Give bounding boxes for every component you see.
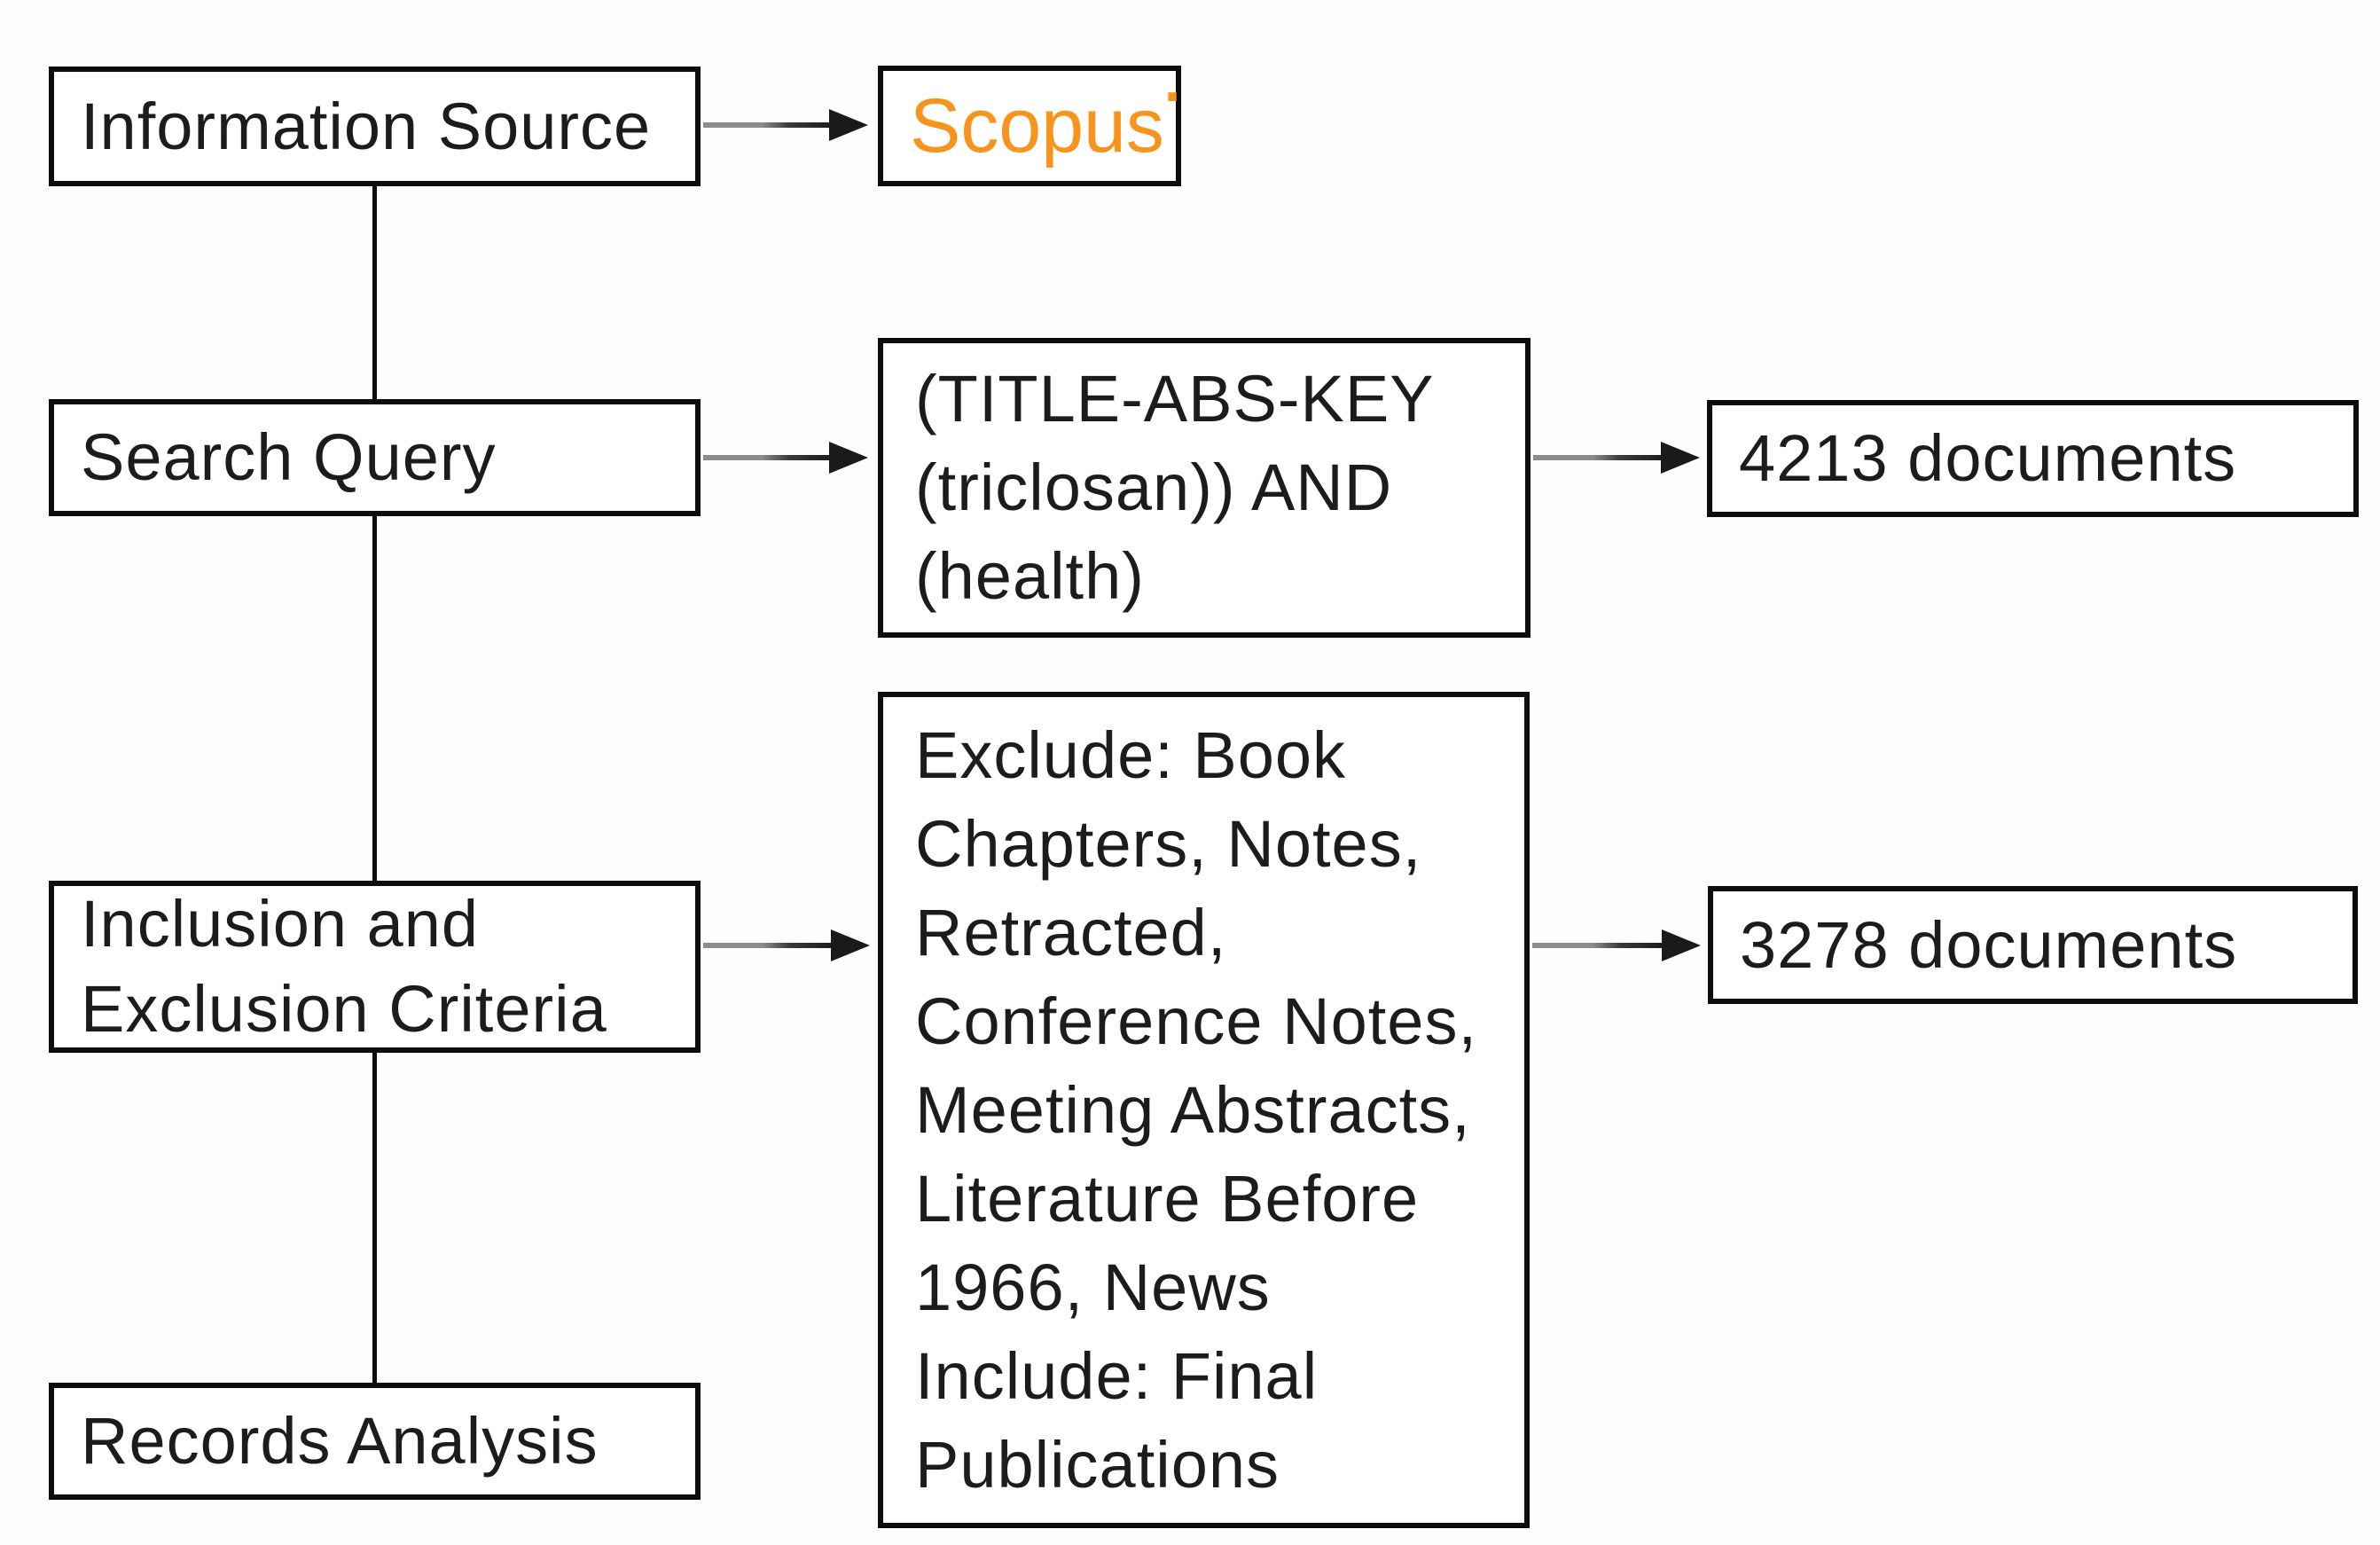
arrow-shaft <box>1533 455 1666 460</box>
scopus-box: Scopus· <box>878 66 1184 186</box>
result-label-3278-documents: 3278 documents <box>1740 907 2238 982</box>
stage-label-inclusion-exclusion-criteria: Inclusion and Exclusion Criteria <box>81 887 607 1046</box>
arrowhead-icon <box>829 109 868 141</box>
arrow-shaft <box>703 122 834 128</box>
result-box-3278-documents: 3278 documents <box>1708 886 2358 1004</box>
arrowhead-icon <box>829 442 868 474</box>
arrow-shaft <box>1532 943 1667 948</box>
stage-label-search-query: Search Query <box>81 420 497 494</box>
arrow-search-query-to-query-string <box>703 438 868 477</box>
search-query-string: (TITLE-ABS-KEY(triclosan)) AND(health) <box>915 362 1435 613</box>
scopus-logo: Scopus <box>910 82 1164 169</box>
stage-label-information-source: Information Source <box>81 89 652 163</box>
result-label-4213-documents: 4213 documents <box>1739 421 2237 495</box>
stage-box-records-analysis: Records Analysis <box>49 1383 701 1500</box>
arrow-criteria-to-criteria-details <box>703 926 870 965</box>
stage-label-records-analysis: Records Analysis <box>81 1404 599 1478</box>
stage-box-search-query: Search Query <box>49 399 701 516</box>
arrow-criteria-details-to-result-3278 <box>1532 926 1701 965</box>
search-query-string-box: (TITLE-ABS-KEY(triclosan)) AND(health) <box>878 338 1531 638</box>
arrow-shaft <box>703 943 836 948</box>
arrowhead-icon <box>1662 929 1701 961</box>
arrow-query-string-to-result-4213 <box>1533 438 1700 477</box>
stage-box-inclusion-exclusion-criteria: Inclusion and Exclusion Criteria <box>49 881 701 1053</box>
stage-box-information-source: Information Source <box>49 67 701 186</box>
result-box-4213-documents: 4213 documents <box>1707 400 2359 517</box>
arrowhead-icon <box>1661 442 1700 474</box>
arrow-shaft <box>703 455 834 460</box>
arrow-information-source-to-scopus <box>703 106 868 145</box>
stage-connector-line <box>372 184 377 1384</box>
arrowhead-icon <box>831 929 870 961</box>
